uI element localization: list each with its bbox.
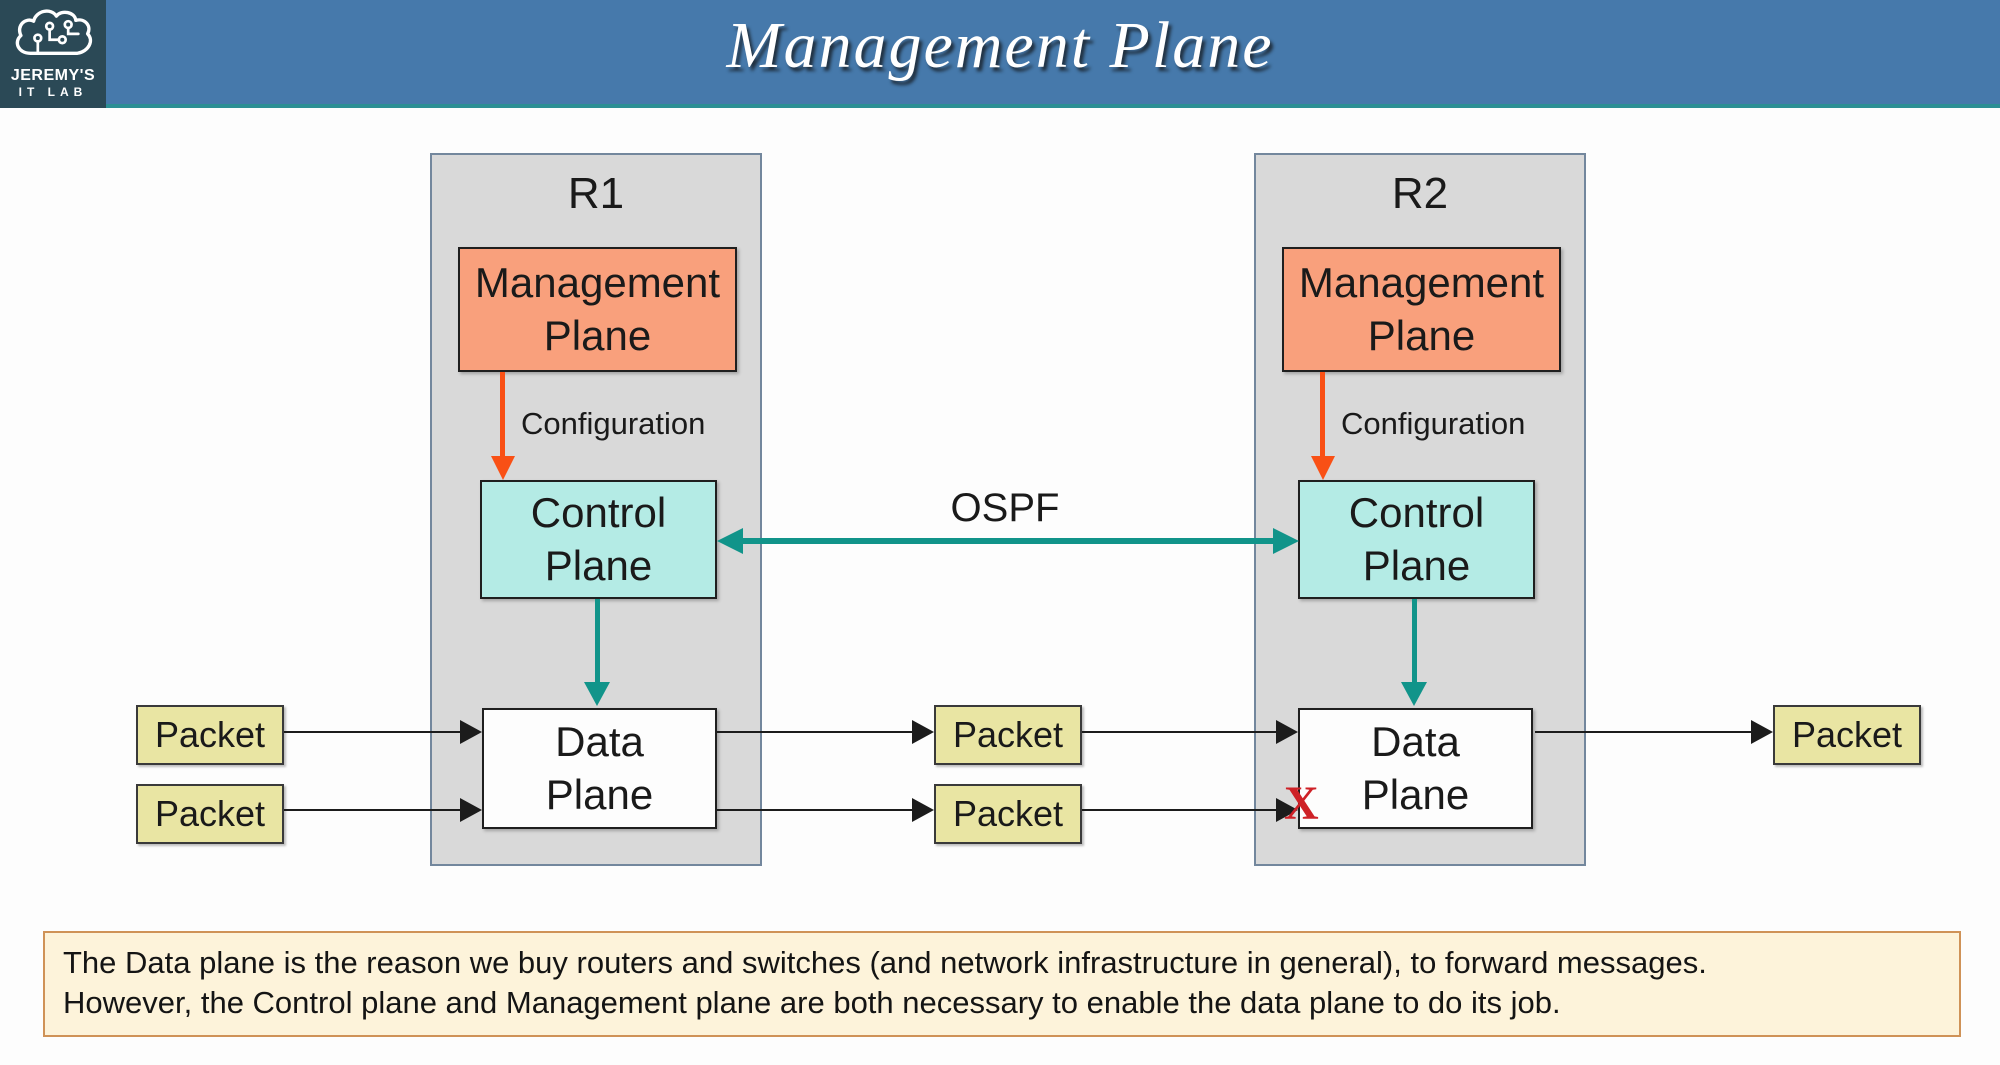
dropped-packet-x-icon: X — [1284, 777, 1319, 830]
r2-configuration-label: Configuration — [1341, 406, 1526, 441]
packet-middle-top: Packet — [934, 705, 1082, 765]
r1-control-to-data-arrowhead-icon — [584, 682, 610, 706]
router-r1-label: R1 — [567, 169, 625, 218]
ospf-arrowhead-right-icon — [1273, 528, 1299, 554]
note-line1: The Data plane is the reason we buy rout… — [63, 945, 1707, 980]
r2-configuration-arrowhead-icon — [1311, 456, 1335, 480]
flow-arrow-line-r2-out — [1535, 731, 1751, 733]
packet-left-top: Packet — [136, 705, 284, 765]
flow-arrowhead-r1-out-bottom-icon — [912, 798, 934, 822]
packet-left-bottom: Packet — [136, 784, 284, 844]
r1-configuration-label: Configuration — [521, 406, 706, 441]
r1-control-to-data-arrow-line — [595, 599, 600, 682]
r1-management-plane-box: Management Plane — [458, 247, 737, 372]
r1-configuration-arrowhead-icon — [491, 456, 515, 480]
ospf-arrow-line — [741, 538, 1277, 544]
packet-middle-bottom: Packet — [934, 784, 1082, 844]
note-line2: However, the Control plane and Managemen… — [63, 985, 1561, 1020]
r1-data-plane-box: Data Plane — [482, 708, 717, 829]
flow-arrow-line-r1-out-bottom — [717, 809, 912, 811]
packet-right: Packet — [1773, 705, 1921, 765]
flow-arrow-line-r1-out-top — [717, 731, 912, 733]
r2-configuration-arrow-line — [1320, 372, 1325, 456]
flow-arrowhead-r1-out-top-icon — [912, 720, 934, 744]
cloud-circuit-icon — [10, 6, 96, 65]
r2-control-to-data-arrow-line — [1412, 599, 1417, 682]
flow-arrow-line-to-r2-bottom — [1082, 809, 1276, 811]
logo-text-line1: JEREMY'S — [10, 67, 96, 84]
r2-management-plane-box: Management Plane — [1282, 247, 1561, 372]
r1-configuration-arrow-line — [500, 372, 505, 456]
ospf-arrowhead-left-icon — [717, 528, 743, 554]
header-bar: Management Plane — [0, 0, 2000, 108]
jeremys-it-lab-logo: JEREMY'S IT LAB — [0, 0, 106, 108]
ospf-label: OSPF — [950, 486, 1060, 530]
flow-arrowhead-to-r2-top-icon — [1276, 720, 1298, 744]
flow-arrow-line-to-r2-top — [1082, 731, 1276, 733]
page-title: Management Plane — [726, 9, 1274, 82]
flow-arrowhead-r2-out-icon — [1751, 720, 1773, 744]
flow-arrow-line-left-top — [284, 731, 462, 733]
r2-control-to-data-arrowhead-icon — [1401, 682, 1427, 706]
r1-control-plane-box: Control Plane — [480, 480, 717, 599]
flow-arrow-line-left-bottom — [284, 809, 462, 811]
router-r2-label: R2 — [1391, 169, 1449, 218]
note-box: The Data plane is the reason we buy rout… — [43, 931, 1961, 1037]
flow-arrowhead-left-top-icon — [460, 720, 482, 744]
r2-control-plane-box: Control Plane — [1298, 480, 1535, 599]
r2-data-plane-box: Data Plane — [1298, 708, 1533, 829]
logo-text-line2: IT LAB — [18, 85, 88, 99]
flow-arrowhead-left-bottom-icon — [460, 798, 482, 822]
flow-arrowhead-to-r2-bottom-icon — [1276, 798, 1298, 822]
